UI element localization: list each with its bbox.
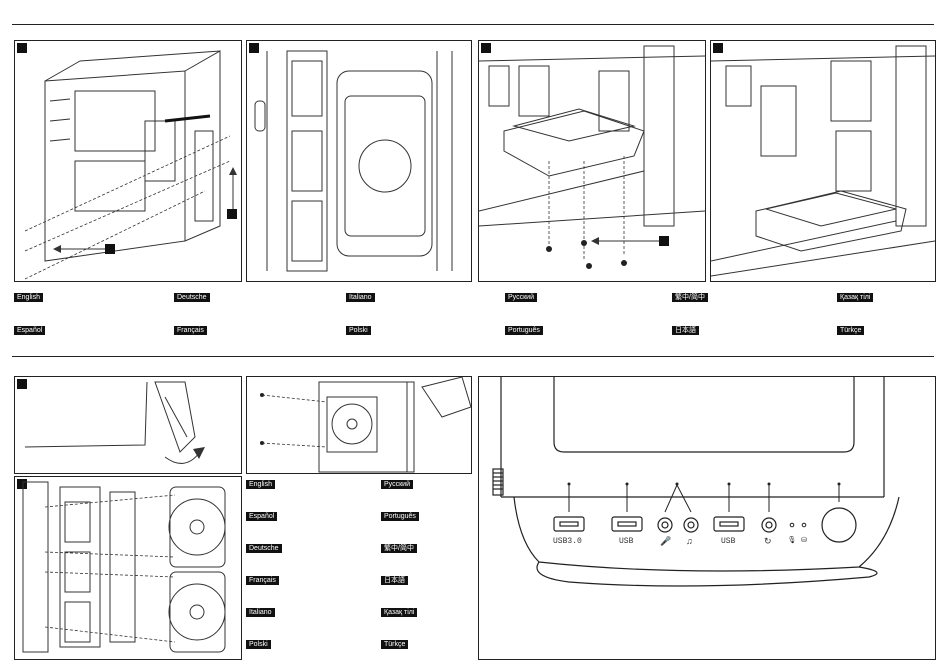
front-panel-removal-drawing: [15, 377, 241, 473]
language-label: 日本語: [672, 326, 699, 335]
illustration-panel-4: [710, 40, 936, 282]
language-label: Français: [246, 576, 279, 585]
language-label: 繁中/简中: [672, 293, 708, 302]
illustration-panel-5: [14, 376, 242, 474]
illustration-panel-2: [246, 40, 472, 282]
illustration-panel-1: [14, 40, 242, 282]
language-label: Қазақ тілі: [837, 293, 873, 302]
mic-jack-icon: 🎤: [660, 536, 671, 547]
language-label: 日本語: [381, 576, 408, 585]
language-label: Português: [505, 326, 543, 335]
callout-marker: [659, 236, 669, 246]
callout-marker: [105, 244, 115, 254]
language-label: 繁中/简中: [381, 544, 417, 553]
illustration-panel-7: [14, 476, 242, 660]
language-label: Türkçe: [381, 640, 408, 649]
language-label: Italiano: [346, 293, 375, 302]
usb3-port-label: USB3.0: [553, 537, 582, 546]
illustration-panel-3: [478, 40, 706, 282]
language-label: Deutsche: [174, 293, 210, 302]
headphone-jack-icon: ♫: [686, 536, 693, 546]
language-label: Italiano: [246, 608, 275, 617]
hdd-screw-drawing: [479, 41, 705, 281]
language-label: Polski: [346, 326, 371, 335]
case-side-drawing: [15, 41, 241, 281]
language-label: Português: [381, 512, 419, 521]
svg-text:⛁: ⛁: [801, 536, 807, 544]
io-panel-illustration: 🎙 ⛁ USB3.0 USB 🎤 ♫ USB ↻: [478, 376, 936, 660]
language-label: Қазақ тілі: [381, 608, 417, 617]
language-label: Español: [246, 512, 277, 521]
language-label: Français: [174, 326, 207, 335]
usb-port-label: USB: [619, 537, 633, 546]
reset-icon: ↻: [764, 536, 772, 547]
language-label: Русский: [505, 293, 537, 302]
svg-text:🎙: 🎙: [788, 536, 797, 544]
language-label: Deutsche: [246, 544, 282, 553]
top-rule: [12, 24, 934, 25]
language-label: Español: [14, 326, 45, 335]
front-fans-drawing: [15, 477, 241, 659]
language-label: Polski: [246, 640, 271, 649]
fan-screw-drawing: [247, 377, 471, 473]
language-label: English: [246, 480, 275, 489]
language-label: English: [14, 293, 43, 302]
callout-marker: [227, 209, 237, 219]
language-label: Türkçe: [837, 326, 864, 335]
illustration-panel-6: [246, 376, 472, 474]
usb-port-label: USB: [721, 537, 735, 546]
middle-rule: [12, 356, 934, 357]
hdd-installed-drawing: [711, 41, 935, 281]
language-label: Русский: [381, 480, 413, 489]
front-io-drawing: 🎙 ⛁: [479, 377, 935, 659]
hdd-cage-drawing: [247, 41, 471, 281]
